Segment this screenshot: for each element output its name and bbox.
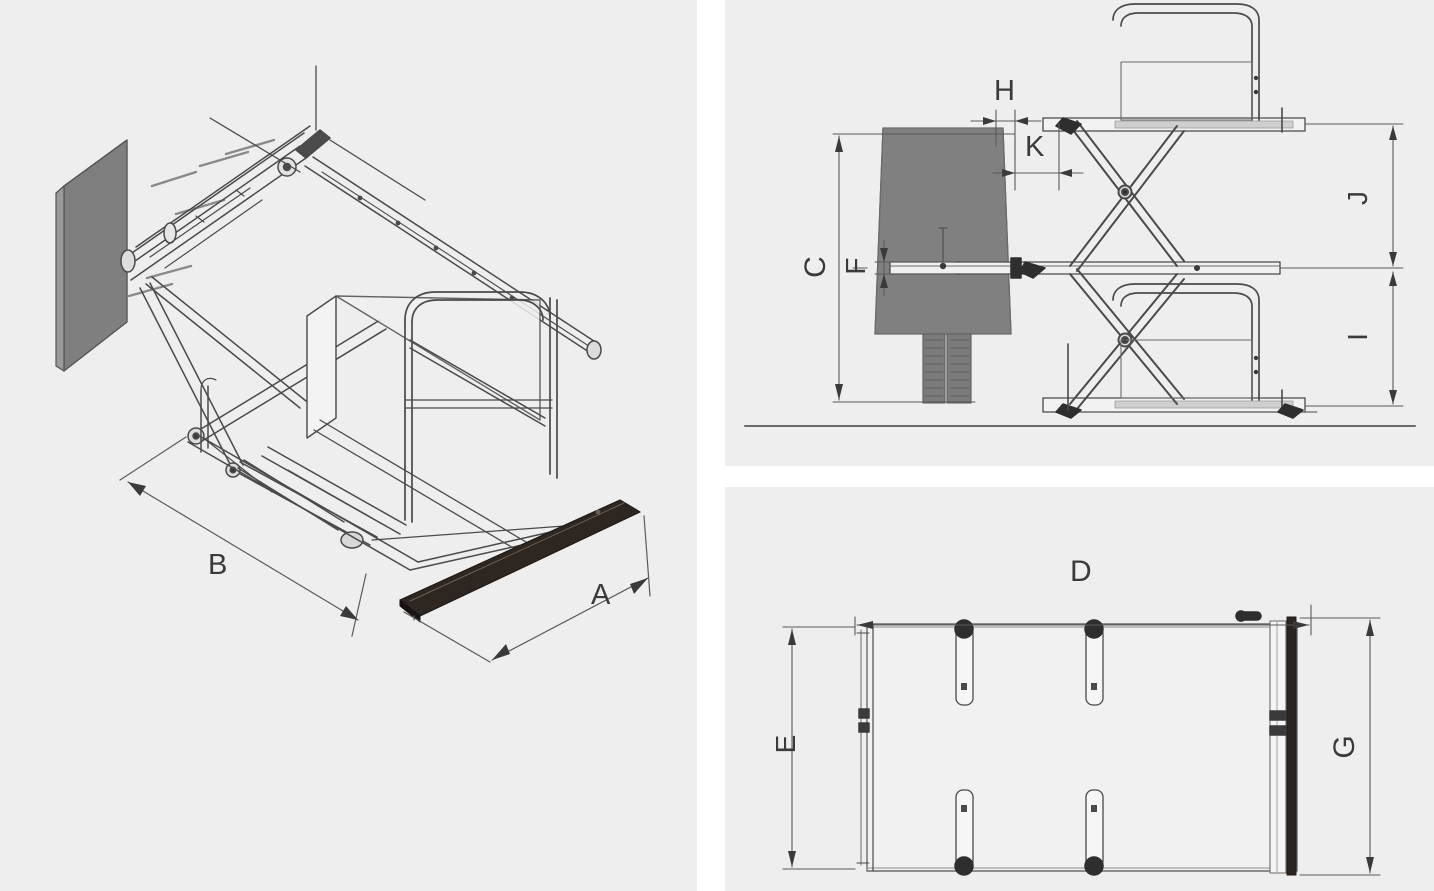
dimension-label-b: B bbox=[208, 549, 228, 581]
dimension-label-k: K bbox=[1025, 131, 1045, 163]
side-elevation-drawing bbox=[744, 3, 1416, 427]
dimension-i bbox=[1304, 271, 1404, 407]
panel-side-elevation-view: C F H K J I bbox=[725, 0, 1434, 466]
left-edge-rail bbox=[858, 623, 874, 872]
dimension-e bbox=[782, 626, 856, 870]
dimension-label-c: C bbox=[799, 256, 832, 278]
dimension-label-d: D bbox=[1070, 555, 1092, 588]
dimension-label-f: F bbox=[840, 257, 871, 275]
safety-rail-lower bbox=[1112, 283, 1260, 401]
dimension-label-a: A bbox=[591, 579, 611, 611]
platform-bar bbox=[889, 257, 1281, 279]
dimension-c bbox=[832, 133, 1016, 403]
dimension-a bbox=[403, 515, 651, 663]
isometric-drawing bbox=[55, 65, 651, 663]
dimension-f bbox=[852, 239, 956, 297]
vehicle-body-icon bbox=[874, 127, 1012, 404]
dimension-g bbox=[1299, 617, 1381, 876]
dimension-j bbox=[1280, 123, 1404, 269]
ramp-flap-icon bbox=[399, 499, 641, 623]
dimension-b bbox=[119, 436, 367, 637]
dimension-d bbox=[854, 604, 1312, 636]
scissor-lower bbox=[1069, 268, 1185, 410]
panel-plan-view: D E G bbox=[725, 487, 1434, 891]
scissor-upper bbox=[1069, 120, 1185, 272]
latch-icon bbox=[1235, 610, 1262, 622]
dimension-label-e: E bbox=[770, 734, 801, 754]
dimension-k bbox=[992, 123, 1084, 191]
dimension-label-i: I bbox=[1342, 333, 1373, 341]
dimension-label-g: G bbox=[1328, 735, 1361, 759]
panel-isometric-view: B A bbox=[0, 0, 697, 891]
safety-rail-upper bbox=[1112, 3, 1260, 121]
platform-outline bbox=[866, 623, 1298, 872]
plan-view-drawing bbox=[782, 604, 1381, 876]
right-edge-board bbox=[1269, 616, 1297, 876]
dimension-label-j: J bbox=[1342, 191, 1373, 205]
dimension-label-h: H bbox=[994, 75, 1015, 107]
plan-arm-group bbox=[954, 619, 1104, 876]
base-deck bbox=[1042, 389, 1318, 413]
wall-plate-icon bbox=[55, 139, 128, 372]
